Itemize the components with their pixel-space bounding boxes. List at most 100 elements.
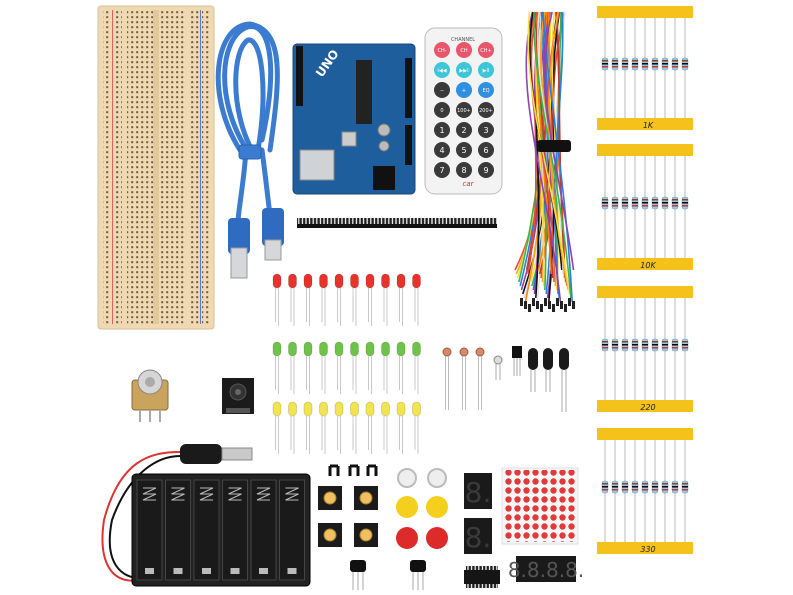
remote-button: 200+ — [478, 102, 494, 118]
battery-slot — [279, 479, 305, 581]
remote-digit-label: 2 — [461, 126, 466, 135]
remote-button-label: I◀◀ — [437, 68, 446, 74]
tape-top — [597, 428, 693, 440]
photoresistors — [442, 347, 485, 410]
led — [350, 341, 359, 394]
resistor-strip: 10K — [597, 144, 693, 270]
battery-slot — [136, 479, 163, 581]
remote-button-label: CH+ — [480, 48, 491, 54]
remote-digit-label: 3 — [483, 126, 488, 135]
remote-digit-button: 1 — [434, 122, 450, 138]
remote-button: 100+ — [456, 102, 472, 118]
remote-button: CH — [456, 42, 472, 58]
led — [288, 341, 297, 394]
remote-button-label: − — [440, 88, 444, 94]
remote-button-label: CH- — [437, 48, 446, 54]
remote-digit-label: 1 — [439, 126, 444, 135]
jumper-wire — [542, 11, 573, 303]
tape-label: 1K — [643, 121, 654, 130]
remote-button-label: 100+ — [457, 108, 471, 114]
resistor-strip: 220 — [597, 286, 693, 412]
led — [365, 341, 375, 394]
ir-led-sensors — [528, 348, 569, 412]
led — [303, 341, 313, 394]
remote-digit-button: 4 — [434, 142, 450, 158]
remote-digit-button: 3 — [478, 122, 494, 138]
remote-digit-button: 2 — [456, 122, 472, 138]
tape-label: 330 — [640, 545, 655, 554]
jumper-wire — [548, 11, 570, 291]
ir-receiver — [512, 346, 522, 376]
transistors — [350, 560, 426, 590]
led — [365, 401, 375, 454]
led — [272, 273, 282, 326]
battery-holder — [131, 473, 311, 587]
usb-connector-a — [228, 218, 250, 279]
jumper-wire — [544, 11, 575, 271]
ic-chip — [464, 566, 500, 588]
tactile-switch — [354, 486, 378, 510]
battery-slot — [222, 479, 248, 581]
remote-digit-label: 4 — [439, 146, 444, 155]
led — [334, 341, 344, 394]
jumper-wire — [525, 11, 562, 303]
tape-bottom — [597, 400, 693, 412]
tape-top — [597, 144, 693, 156]
buzzer-module — [222, 378, 254, 414]
remote-button: − — [434, 82, 450, 98]
led-array — [272, 273, 421, 454]
led — [396, 341, 406, 394]
remote-digit-label: 7 — [439, 166, 444, 175]
remote-button-label: 0 — [440, 108, 443, 114]
resistor-tapes: 1K 10K 220 330 — [597, 6, 693, 554]
tactile-switch — [354, 523, 378, 547]
remote-button: + — [456, 82, 472, 98]
tactile-switch — [318, 486, 342, 510]
remote-digit-button: 5 — [456, 142, 472, 158]
tape-label: 220 — [640, 403, 655, 412]
potentiometer — [131, 369, 169, 422]
jumper-wire — [555, 11, 567, 283]
seven-segment-single: 8. 8. — [464, 473, 492, 554]
dc-power-plug — [101, 444, 253, 582]
remote-digit-label: 9 — [483, 166, 488, 175]
photoresistor — [442, 347, 452, 410]
led — [412, 341, 421, 394]
led — [319, 273, 328, 326]
remote-digit-button: 8 — [456, 162, 472, 178]
led — [350, 273, 359, 326]
jumper-wire — [534, 11, 554, 279]
battery-slot — [250, 479, 277, 581]
tape-top — [597, 286, 693, 298]
led — [412, 401, 421, 454]
tape-top — [597, 6, 693, 18]
remote-button: 0 — [434, 102, 450, 118]
led — [319, 401, 328, 454]
remote-button: ▶II — [478, 62, 494, 78]
remote-button: ▶▶I — [456, 62, 472, 78]
remote-digit-label: 8 — [461, 166, 466, 175]
led — [303, 401, 313, 454]
remote-digit-label: 6 — [483, 146, 488, 155]
remote-button-label: EQ — [482, 88, 489, 94]
jumper-wire — [554, 11, 564, 299]
led — [365, 273, 375, 326]
photoresistor — [475, 347, 485, 410]
jumper-wire — [548, 11, 561, 303]
remote-button-label: + — [462, 88, 466, 94]
remote-button-label: 200+ — [479, 108, 493, 114]
led — [288, 273, 297, 326]
remote-button-label: CH — [460, 48, 467, 54]
quad-display-text: 8.8.8.8. — [508, 558, 584, 582]
led — [272, 401, 282, 454]
tactile-switch — [318, 523, 342, 547]
resistor-strip: 330 — [597, 428, 693, 554]
remote-brand: CHANNEL — [451, 37, 475, 43]
remote-button: CH+ — [478, 42, 494, 58]
tactile-switches — [318, 464, 378, 547]
remote-digit-button: 7 — [434, 162, 450, 178]
breadboard — [97, 5, 215, 330]
led — [334, 401, 344, 454]
remote-button-label: ▶II — [483, 68, 490, 74]
